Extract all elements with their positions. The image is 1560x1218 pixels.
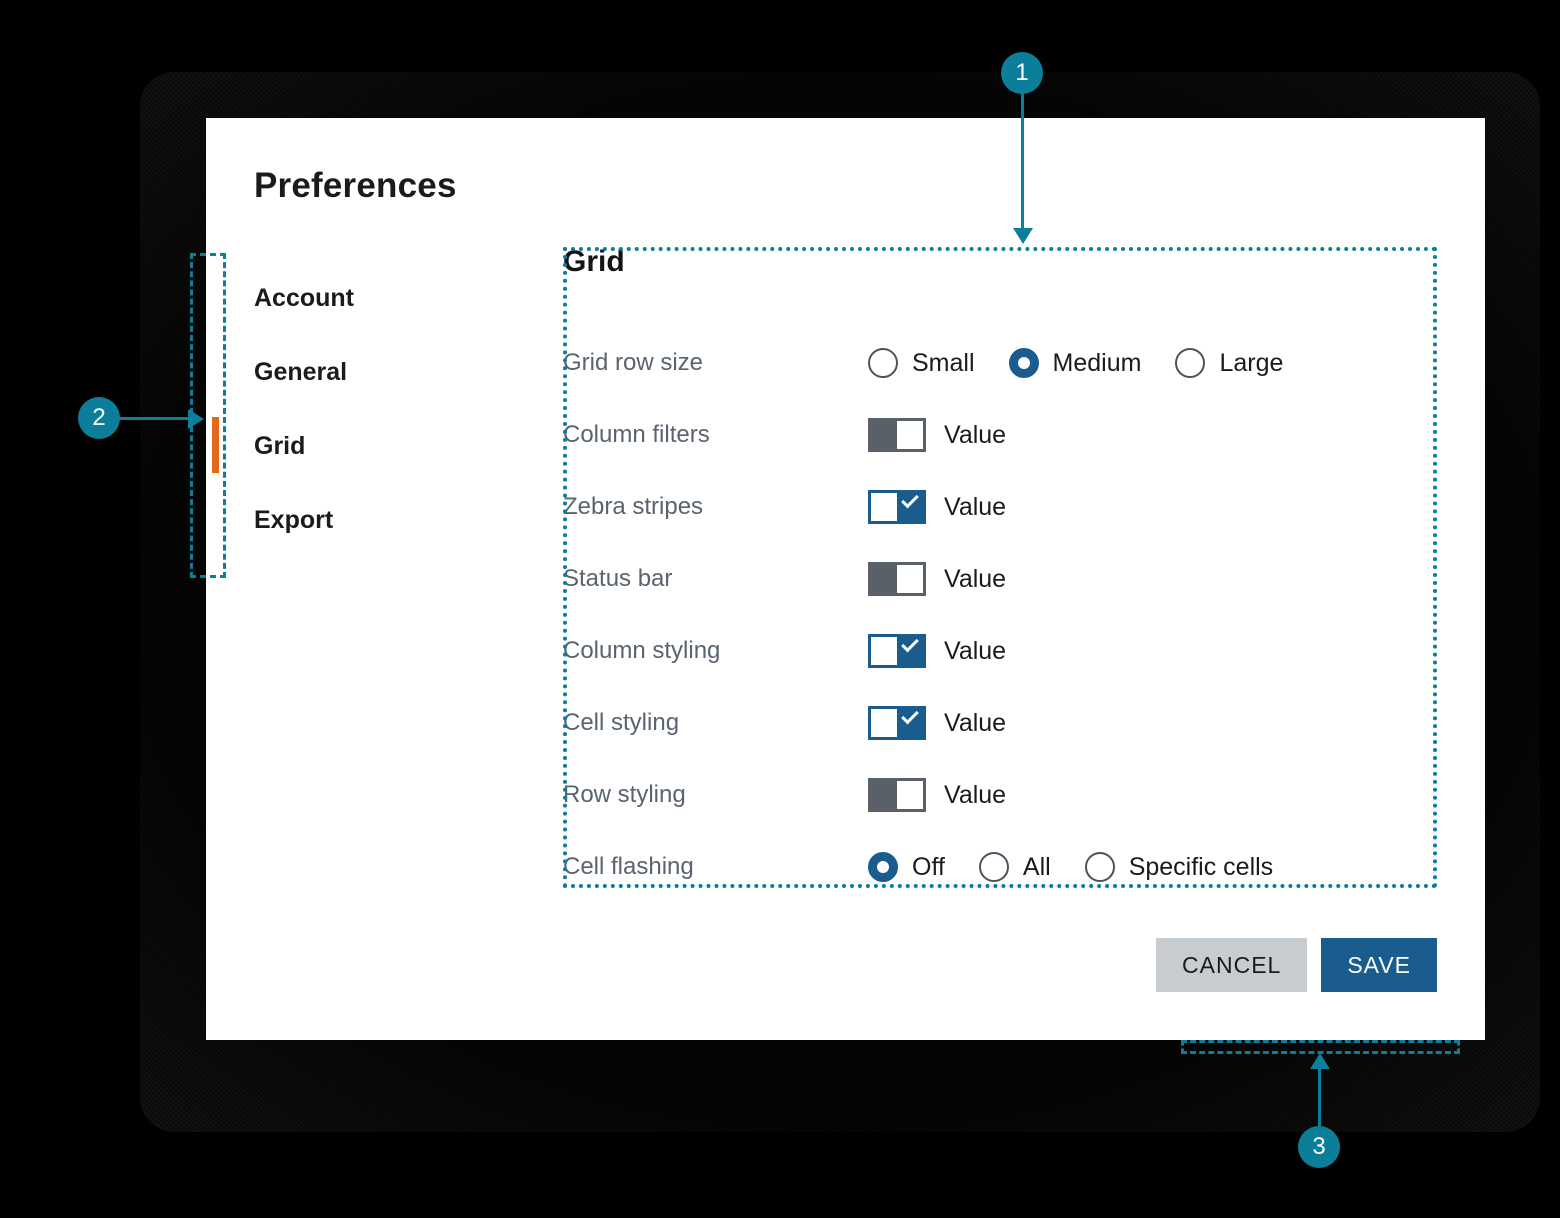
setting-row-status-bar: Status bar Value [563, 543, 1443, 615]
page-title: Preferences [254, 166, 457, 205]
toggle-knob [871, 565, 897, 593]
setting-label: Column filters [563, 421, 710, 448]
sidebar-item-label: Account [254, 283, 354, 312]
setting-label: Grid row size [563, 349, 704, 376]
toggle-value-label: Value [944, 492, 1007, 521]
toggle-knob [897, 493, 923, 521]
sidebar-item-account[interactable]: Account [254, 261, 554, 335]
toggle-row-styling[interactable] [868, 778, 926, 812]
callout-1: 1 [1001, 52, 1043, 94]
toggle-knob [871, 781, 897, 809]
preferences-dialog: Preferences Account General Grid Export … [206, 118, 1485, 1040]
callout-number: 3 [1312, 1133, 1326, 1160]
radio-option-specific-cells[interactable]: Specific cells [1084, 852, 1274, 882]
setting-row-column-styling: Column styling Value [563, 615, 1443, 687]
toggle-value-label: Value [944, 708, 1007, 737]
sidebar-nav: Account General Grid Export [212, 261, 554, 557]
setting-row-grid-row-size: Grid row size Small Medium Large [563, 327, 1443, 399]
callout-3-leader [1318, 1063, 1321, 1131]
setting-label: Column styling [563, 637, 721, 664]
radio-label: Off [912, 852, 945, 881]
toggle-knob [871, 421, 897, 449]
callout-number: 1 [1015, 59, 1029, 86]
callout-number: 2 [92, 404, 106, 431]
radio-option-large[interactable]: Large [1175, 348, 1283, 378]
sidebar-item-label: General [254, 357, 348, 386]
radio-label: Large [1219, 348, 1284, 377]
sidebar-item-general[interactable]: General [254, 335, 554, 409]
toggle-cell-styling[interactable] [868, 706, 926, 740]
radio-label: Specific cells [1128, 852, 1274, 881]
sidebar-item-label: Grid [254, 431, 306, 460]
toggle-value-label: Value [944, 636, 1007, 665]
toggle-status-bar[interactable] [868, 562, 926, 596]
radio-label: Small [912, 348, 975, 377]
radio-label: Medium [1052, 348, 1142, 377]
toggle-knob [897, 637, 923, 665]
callout-3-arrowhead [1310, 1053, 1330, 1069]
radio-icon [868, 348, 898, 378]
setting-label: Row styling [563, 781, 686, 808]
radio-icon [978, 852, 1009, 882]
callout-2-arrowhead [188, 409, 204, 429]
radio-icon [1175, 348, 1206, 378]
setting-label: Cell styling [563, 709, 680, 736]
toggle-value-label: Value [944, 780, 1007, 809]
toggle-value-label: Value [944, 564, 1007, 593]
radio-option-medium[interactable]: Medium [1008, 348, 1142, 378]
setting-label: Status bar [563, 565, 673, 592]
setting-label: Cell flashing [563, 853, 694, 880]
radio-label: All [1022, 852, 1051, 881]
setting-row-column-filters: Column filters Value [563, 399, 1443, 471]
sidebar-item-grid[interactable]: Grid [212, 409, 554, 483]
panel-heading: Grid [563, 245, 625, 278]
setting-label: Zebra stripes [563, 493, 704, 520]
toggle-column-filters[interactable] [868, 418, 926, 452]
radio-icon-selected [868, 852, 898, 882]
setting-row-cell-styling: Cell styling Value [563, 687, 1443, 759]
dialog-footer-buttons: CANCEL SAVE [1156, 938, 1437, 992]
toggle-zebra-stripes[interactable] [868, 490, 926, 524]
toggle-knob [897, 709, 923, 737]
callout-3: 3 [1298, 1126, 1340, 1168]
grid-settings-panel: Grid Grid row size Small Medium Large [563, 247, 1443, 903]
radio-group-grid-row-size: Small Medium Large [868, 348, 1283, 378]
radio-option-small[interactable]: Small [868, 348, 975, 378]
radio-group-cell-flashing: Off All Specific cells [868, 852, 1273, 882]
save-button[interactable]: SAVE [1321, 938, 1437, 992]
callout-2: 2 [78, 397, 120, 439]
callout-1-arrowhead [1013, 228, 1033, 244]
cancel-button[interactable]: CANCEL [1156, 938, 1308, 992]
callout-2-leader [119, 417, 194, 420]
callout-1-leader [1021, 88, 1024, 230]
sidebar-item-export[interactable]: Export [254, 483, 554, 557]
radio-option-all[interactable]: All [978, 852, 1051, 882]
sidebar-item-label: Export [254, 505, 334, 534]
setting-row-cell-flashing: Cell flashing Off All Specific cells [563, 831, 1443, 903]
setting-row-zebra-stripes: Zebra stripes Value [563, 471, 1443, 543]
radio-icon-selected [1008, 348, 1039, 378]
toggle-value-label: Value [944, 420, 1007, 449]
setting-row-row-styling: Row styling Value [563, 759, 1443, 831]
radio-option-off[interactable]: Off [868, 852, 945, 882]
toggle-column-styling[interactable] [868, 634, 926, 668]
radio-icon [1084, 852, 1115, 882]
active-item-marker [212, 417, 219, 473]
